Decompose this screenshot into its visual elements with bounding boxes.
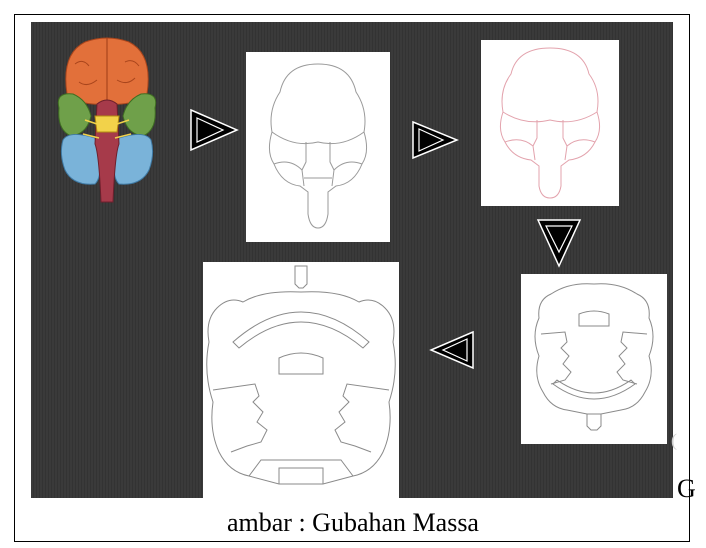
cropped-glyph: ( [671, 430, 677, 451]
arrow-right-icon [411, 120, 459, 160]
outline-sketch-gray [246, 52, 390, 242]
figure-caption: ambar : Gubahan Massa [0, 508, 706, 538]
arrow-right-icon [189, 108, 239, 152]
arrow-down-icon [536, 218, 582, 268]
abstracted-plan-small [521, 274, 667, 444]
abstracted-plan-large [203, 262, 399, 498]
diagram-panel [31, 22, 673, 498]
arrow-left-icon [429, 330, 475, 370]
outline-sketch-pink [481, 40, 619, 206]
brain-illustration [55, 34, 159, 204]
caption-first-letter: G [677, 474, 696, 504]
